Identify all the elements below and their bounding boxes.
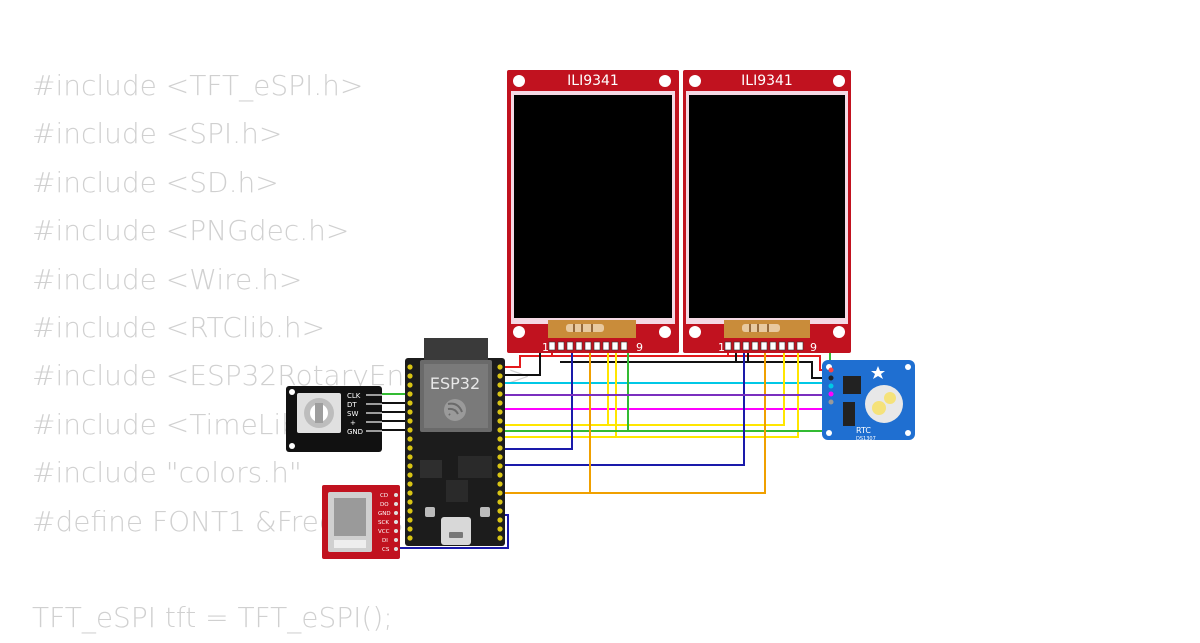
- wire-green[interactable]: [628, 346, 831, 432]
- code-line: #include <TFT_eSPI.h>: [32, 69, 364, 102]
- rtc-chip-label: DS1307: [856, 436, 876, 442]
- sd-pin-label: CD: [380, 493, 388, 499]
- ili9341-display-right[interactable]: ILI9341 1 9: [683, 70, 851, 354]
- code-line: #include <RTClib.h>: [32, 310, 326, 344]
- wire-yellow[interactable]: [497, 346, 609, 426]
- mount-hole: [659, 326, 671, 338]
- circuit-diagram: ILI9341 1 9 ILI9341 1 9: [286, 70, 915, 559]
- rtc-module[interactable]: RTC DS1307: [822, 360, 915, 442]
- rotary-encoder[interactable]: CLK DT SW + GND: [286, 386, 382, 452]
- sd-pin-label: SCK: [378, 520, 389, 526]
- mount-hole: [513, 75, 525, 87]
- pin-header: [548, 341, 628, 351]
- encoder-pin-header: [366, 394, 382, 432]
- wire-orange[interactable]: [497, 346, 591, 494]
- antenna-area: [424, 338, 488, 360]
- code-line: #include <Wire.h>: [32, 262, 303, 296]
- sd-pin-label: DI: [382, 538, 388, 544]
- resistor-icon: [742, 324, 780, 332]
- pin-label-last: 9: [810, 341, 817, 354]
- wire-yellow[interactable]: [608, 346, 785, 426]
- code-line: #include <SPI.h>: [32, 117, 283, 151]
- code-line: #include <SD.h>: [32, 165, 279, 199]
- mount-hole: [659, 75, 671, 87]
- sd-card-module[interactable]: CD DO GND SCK VCC DI CS: [322, 485, 400, 559]
- resistor-icon: [566, 324, 604, 332]
- ili9341-display-left[interactable]: ILI9341 1 9: [507, 70, 679, 354]
- sd-pin-label: CS: [382, 547, 390, 553]
- encoder-pin-label: DT: [347, 401, 357, 409]
- code-line: #include <PNGdec.h>: [32, 214, 350, 248]
- pin-label-first: 1: [718, 341, 725, 354]
- encoder-pin-label: +: [350, 419, 356, 427]
- encoder-pin-label: GND: [347, 428, 363, 436]
- code-line: TFT_eSPI tft = TFT_eSPI();: [32, 601, 393, 635]
- esp32-label: ESP32: [430, 374, 480, 393]
- usb-port: [441, 517, 471, 545]
- rtc-pin-header: [828, 367, 834, 405]
- mount-hole: [833, 75, 845, 87]
- pin-label-first: 1: [542, 341, 549, 354]
- reset-button[interactable]: [480, 507, 490, 517]
- wire-yellow[interactable]: [497, 346, 617, 438]
- adafruit-logo-icon: [871, 366, 885, 379]
- sd-pin-labels: CD DO GND SCK VCC DI CS: [378, 493, 391, 553]
- encoder-pin-label: SW: [347, 410, 358, 418]
- wire-yellow[interactable]: [616, 346, 799, 438]
- wire-black[interactable]: [736, 361, 830, 379]
- sd-pin-header: [394, 493, 398, 551]
- pin-label-last: 9: [636, 341, 643, 354]
- wire-blue[interactable]: [497, 346, 573, 450]
- esp32-board[interactable]: ESP32: [405, 338, 505, 546]
- screen: [514, 95, 672, 318]
- sd-pin-label: VCC: [378, 529, 390, 535]
- mount-hole: [833, 326, 845, 338]
- sd-pin-label: DO: [380, 502, 389, 508]
- encoder-pin-label: CLK: [347, 392, 361, 400]
- regulator-chip: [420, 460, 442, 478]
- usb-chip: [446, 480, 468, 502]
- sd-pin-label: GND: [378, 511, 391, 517]
- esp32-left-pins: [407, 364, 413, 541]
- boot-button[interactable]: [425, 507, 435, 517]
- rtc-label: RTC: [856, 426, 871, 435]
- screen: [689, 95, 845, 318]
- crystal: [843, 402, 855, 426]
- display-label: ILI9341: [741, 73, 793, 89]
- esp32-right-pins: [497, 364, 503, 541]
- mount-hole: [513, 326, 525, 338]
- wire-blue[interactable]: [497, 346, 745, 466]
- smd-chip: [458, 456, 492, 478]
- rtc-chip: [843, 376, 861, 394]
- mount-hole: [689, 75, 701, 87]
- pin-header: [724, 341, 804, 351]
- display-label: ILI9341: [567, 73, 619, 89]
- mount-hole: [689, 326, 701, 338]
- wire-purple[interactable]: [497, 394, 830, 403]
- code-line: #include "colors.h": [32, 456, 302, 490]
